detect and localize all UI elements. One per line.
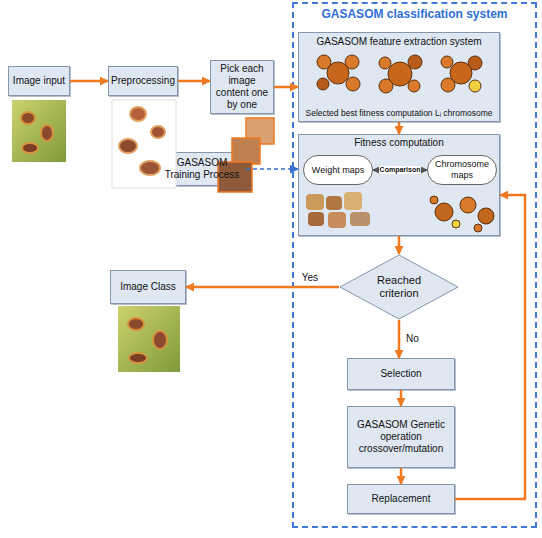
map-cell xyxy=(326,196,342,210)
lesion xyxy=(128,318,144,330)
circle xyxy=(478,208,494,224)
circle xyxy=(441,56,453,68)
process-box: GASASOM Genetic operation crossover/muta… xyxy=(347,406,455,468)
circle xyxy=(450,62,472,84)
tile xyxy=(232,138,260,164)
circle xyxy=(346,77,360,91)
lesion xyxy=(151,126,165,138)
edge-label: No xyxy=(405,333,420,345)
map-cell xyxy=(306,194,324,210)
input-leaf-photo xyxy=(12,100,66,162)
process-box: Preprocessing xyxy=(108,66,178,96)
process-box: Selection xyxy=(347,358,455,390)
connector xyxy=(455,195,525,499)
connector xyxy=(70,80,108,83)
preprocessed-photo xyxy=(112,100,176,188)
tile xyxy=(218,162,252,192)
circle xyxy=(474,224,482,232)
leaf-photo xyxy=(12,100,66,162)
node-label: Image input xyxy=(13,75,65,87)
connector xyxy=(400,390,403,406)
node-label: Fitness computation xyxy=(354,137,444,149)
photo-frame xyxy=(112,100,176,188)
circle xyxy=(452,220,460,228)
chromosome-map-thumbnails xyxy=(430,196,494,232)
map-cell xyxy=(350,212,370,226)
lesion xyxy=(21,112,35,124)
diamond-outline xyxy=(340,255,458,319)
node-label: GASASOM Genetic operation crossover/muta… xyxy=(351,419,451,455)
circle xyxy=(435,203,453,221)
edge-label: Yes xyxy=(301,272,319,284)
map-cell xyxy=(344,192,362,210)
lesion xyxy=(22,143,38,153)
training-box: GASASOM Training Process xyxy=(158,152,246,186)
connector xyxy=(398,122,401,134)
circle xyxy=(327,62,349,84)
node-label: Reached criterion xyxy=(363,274,435,300)
map-pill: Weight maps xyxy=(303,155,373,185)
node-label: Image Class xyxy=(120,281,176,293)
circle xyxy=(388,62,412,86)
map-cell xyxy=(328,212,346,228)
lesion xyxy=(129,353,147,363)
connector xyxy=(246,168,298,170)
node-label: GASASOM classification system xyxy=(294,7,535,21)
circle xyxy=(317,78,329,90)
process-box: Pick each image content one by one xyxy=(210,60,274,114)
connector xyxy=(400,468,403,484)
node-label: GASASOM feature extraction system xyxy=(316,36,481,48)
circle xyxy=(379,57,391,69)
connector xyxy=(178,80,210,83)
lesion xyxy=(119,139,137,153)
circle xyxy=(460,197,476,213)
cropped-tiles xyxy=(218,118,274,192)
lesion xyxy=(153,331,167,349)
node-label: Weight maps xyxy=(312,165,364,176)
feature-circles xyxy=(317,55,482,93)
lesion xyxy=(140,161,160,175)
node-label: Chromosome maps xyxy=(434,159,490,181)
decision-diamond: Reached criterion xyxy=(339,254,459,320)
input-box: Image input xyxy=(8,66,70,96)
connector xyxy=(274,86,298,89)
map-cell xyxy=(308,212,324,226)
leaf-photo xyxy=(118,306,180,372)
circle xyxy=(469,80,481,92)
output-box: Image Class xyxy=(110,270,186,304)
connector xyxy=(398,236,401,254)
node-label: Replacement xyxy=(372,493,431,505)
node-label: Preprocessing xyxy=(111,75,175,87)
process-box: Replacement xyxy=(347,484,455,514)
node-note: Selected best fitness computation Lᵢ chr… xyxy=(305,108,492,118)
connector xyxy=(398,320,401,358)
weight-map-thumbnails xyxy=(306,192,370,228)
node-label: Selection xyxy=(380,368,421,380)
circle xyxy=(430,196,438,204)
node-label: GASASOM Training Process xyxy=(162,157,242,181)
edge-label: Comparison xyxy=(379,166,422,174)
circle xyxy=(408,80,420,92)
map-pill: Chromosome maps xyxy=(427,155,497,185)
lesion xyxy=(41,125,53,141)
lesion xyxy=(130,107,146,121)
connector xyxy=(186,286,339,289)
node-label: Pick each image content one by one xyxy=(214,63,270,111)
class-leaf-photo xyxy=(118,306,180,372)
